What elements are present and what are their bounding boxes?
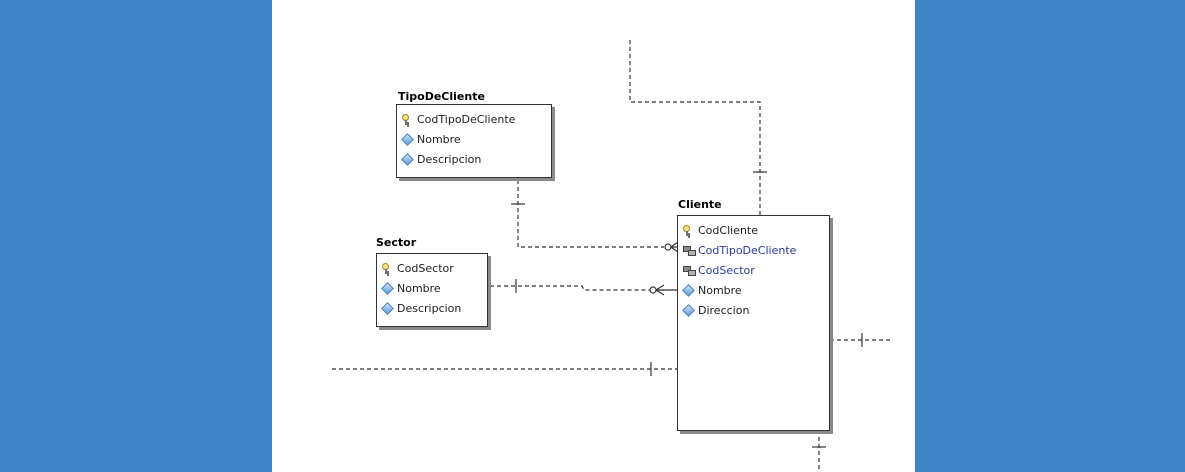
attribute-name: Descripcion (397, 301, 462, 315)
entity-title-cliente: Cliente (678, 198, 722, 211)
crowfoot-tipo-b (670, 246, 679, 253)
attribute-row: CodCliente (682, 220, 826, 240)
attribute-name: CodCliente (698, 223, 759, 237)
attribute-name: Descripcion (417, 152, 482, 166)
foreign-key-icon (682, 264, 696, 276)
connector-sector-to-cliente (490, 285, 664, 291)
attribute-name: CodTipoDeCliente (417, 112, 516, 126)
attribute-name: Nombre (417, 132, 461, 146)
crowfoot-sector-a (655, 284, 665, 291)
attribute-diamond-icon (682, 304, 696, 316)
attribute-row: Nombre (381, 278, 484, 298)
attribute-diamond-icon (682, 284, 696, 296)
attribute-row: Nombre (401, 129, 548, 149)
foreign-key-icon (682, 244, 696, 256)
attribute-name: CodTipoDeCliente (698, 243, 797, 257)
connector-top-to-cliente (629, 40, 761, 215)
relationship-connectors (332, 40, 892, 472)
attribute-row: Descripcion (401, 149, 548, 169)
attribute-name: CodSector (698, 263, 755, 277)
entity-cliente[interactable]: CodCliente CodTipoDeCliente CodSector No… (677, 215, 830, 431)
primary-key-icon (682, 224, 696, 236)
attribute-name: Direccion (698, 303, 750, 317)
attribute-row: CodTipoDeCliente (682, 240, 826, 260)
attribute-row: CodSector (381, 258, 484, 278)
attribute-name: CodSector (397, 261, 454, 275)
primary-key-icon (401, 113, 415, 125)
attribute-diamond-icon (401, 133, 415, 145)
attribute-diamond-icon (401, 153, 415, 165)
attribute-row: Descripcion (381, 298, 484, 318)
attribute-row: CodTipoDeCliente (401, 109, 548, 129)
crowfoot-sector-b (655, 289, 665, 296)
attribute-name: Nombre (397, 281, 441, 295)
connector-tipodecliente-to-cliente (517, 180, 664, 248)
diagram-canvas: TipoDeCliente CodTipoDeCliente Nombre De… (272, 0, 915, 472)
right-blue-panel (915, 0, 1185, 472)
entity-tipodecliente[interactable]: CodTipoDeCliente Nombre Descripcion (396, 104, 552, 178)
attribute-name: Nombre (698, 283, 742, 297)
entity-title-tipodecliente: TipoDeCliente (398, 90, 485, 103)
attribute-row: CodSector (682, 260, 826, 280)
attribute-row: Nombre (682, 280, 826, 300)
attribute-diamond-icon (381, 282, 395, 294)
primary-key-icon (381, 262, 395, 274)
zero-circle-sector (649, 286, 657, 294)
entity-title-sector: Sector (376, 236, 417, 249)
crowfoot-tipo-a (670, 241, 679, 248)
left-blue-panel (0, 0, 272, 472)
attribute-diamond-icon (381, 302, 395, 314)
entity-sector[interactable]: CodSector Nombre Descripcion (376, 253, 488, 327)
zero-circle-tipo (664, 243, 672, 251)
attribute-row: Direccion (682, 300, 826, 320)
